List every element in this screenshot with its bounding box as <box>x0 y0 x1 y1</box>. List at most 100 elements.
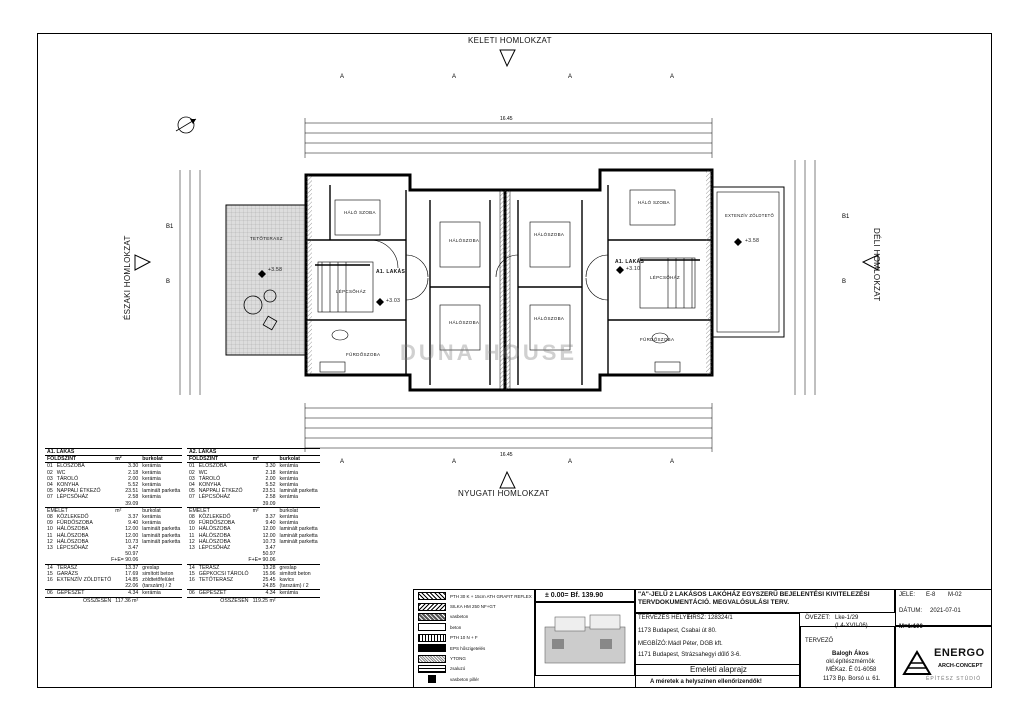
table-cell: 3.30 <box>128 463 139 470</box>
unit-label: A1. LAKÁS <box>376 269 406 275</box>
table-cell: laminált parketta <box>279 488 318 495</box>
table-cell: 2.58 <box>265 494 276 501</box>
table-cell: kavics <box>279 577 294 584</box>
table-cell: 15 <box>189 570 195 577</box>
table-section-header: FÖLDSZINT <box>45 455 114 464</box>
table-cell: 2.58 <box>128 494 139 501</box>
table-cell: GARÁZS <box>56 570 79 577</box>
table-cell: ELŐSZOBA <box>198 463 227 470</box>
designer-name: Balogh Ákos <box>832 651 869 657</box>
table-cell: 2.18 <box>265 469 276 476</box>
level-label: +3.58 <box>268 267 283 273</box>
location-value: HRSZ: 128324/1 <box>688 615 733 621</box>
table-cell: HÁLÓSZOBA <box>198 532 231 539</box>
table-material-header: burkolat <box>277 455 320 464</box>
table-cell: 12.00 <box>125 532 139 539</box>
legend-swatch-icon <box>418 612 446 621</box>
table-cell: kerámia <box>142 494 161 501</box>
client-address: 1171 Budapest, Strázsahegyi dűlő 3-6. <box>638 652 741 658</box>
table-unit: m² <box>250 506 278 515</box>
table-cell: 09 <box>189 520 195 527</box>
table-cell: 13.28 <box>250 563 278 571</box>
table-cell: 2.18 <box>128 469 139 476</box>
table-title: A2. LAKÁS <box>187 447 320 457</box>
elevation-label: ± 0.00= Bf. 139.90 <box>545 592 604 599</box>
table-total: 39.09 <box>125 500 139 507</box>
level-label: +3.58 <box>745 238 760 244</box>
east-arrow-icon <box>499 49 516 68</box>
table-cell: LÉPCSŐHÁZ <box>198 494 231 501</box>
table-cell: 5.52 <box>128 482 139 489</box>
table-cell: TÁROLÓ <box>56 475 79 482</box>
legend-item: SILKA HM 250 NF+GT <box>418 601 532 611</box>
table-cell: 05 <box>47 488 53 495</box>
table-cell: 09 <box>47 520 53 527</box>
table-cell: 06 <box>45 589 55 598</box>
table-cell: 08 <box>189 514 195 521</box>
legend-item: EPS hőszigetelés <box>418 643 532 653</box>
east-facade-label: KELETI HOMLOKZAT <box>468 36 552 45</box>
stair-left <box>317 261 374 313</box>
table-cell: 14 <box>45 563 55 571</box>
table-cell: 23.51 <box>125 488 139 495</box>
legend-swatch-icon <box>418 644 446 653</box>
legend-swatch-icon <box>418 654 446 663</box>
level-marker-icon <box>258 238 742 306</box>
table-cell: LÉPCSŐHÁZ <box>56 545 89 552</box>
table-cell: laminált parketta <box>142 532 181 539</box>
table-unit: m² <box>113 506 141 515</box>
table-cell: 10 <box>189 526 195 533</box>
table-cell: 12 <box>47 538 53 545</box>
table-cell: 10 <box>47 526 53 533</box>
table-cell: 2.00 <box>128 475 139 482</box>
table-cell: HÁLÓSZOBA <box>198 538 231 545</box>
table-cell: 15 <box>47 570 53 577</box>
table-cell: laminált parketta <box>279 526 318 533</box>
table-cell: TERASZ <box>54 563 114 571</box>
room-label: LÉPCSŐHÁZ <box>336 289 366 294</box>
room-label: HÁLÓSZOBA <box>449 238 480 243</box>
table-cell: 01 <box>47 463 53 470</box>
table-cell: laminált parketta <box>142 526 181 533</box>
table-cell: 08 <box>47 514 53 521</box>
legend-label: SILKA HM 250 NF+GT <box>450 604 496 610</box>
table-cell: 14 <box>187 563 197 571</box>
svg-text:A: A <box>340 74 344 80</box>
table-cell: 3.30 <box>265 463 276 470</box>
table-cell: 06 <box>187 589 197 598</box>
legend-item: YTONG <box>418 653 532 663</box>
svg-text:A: A <box>568 459 572 465</box>
table-cell: NAPPALI ÉTKEZŐ <box>56 488 101 495</box>
building-render-icon <box>544 614 626 664</box>
table-cell: kerámia <box>279 520 298 527</box>
legend-box <box>413 589 535 688</box>
table-cell: simított beton <box>279 570 311 577</box>
svg-text:B1: B1 <box>842 214 850 220</box>
west-facade-label: NYUGATI HOMLOKZAT <box>458 489 550 498</box>
table-cell: WC <box>56 469 66 476</box>
title-box <box>635 589 895 613</box>
table-cell: 13.37 <box>113 563 141 571</box>
table-cell: FÜRDŐSZOBA <box>198 520 235 527</box>
svg-text:A: A <box>670 459 674 465</box>
watermark: DUNA HOUSE <box>400 340 578 365</box>
code-box <box>895 589 992 626</box>
zone-label: ÖVEZET: <box>805 615 831 621</box>
table-section-header: FÖLDSZINT <box>187 455 251 464</box>
table-cell: kerámia <box>279 482 298 489</box>
legend-label: EPS hőszigetelés <box>450 645 486 651</box>
location-label: TERVEZÉS HELYE: <box>638 615 693 621</box>
table-row: 22.06(tarszám) / 2 <box>45 583 182 590</box>
table-cell: 11 <box>189 532 195 539</box>
table-row: 39.09 <box>187 501 320 508</box>
date-value: 2021-07-01 <box>930 608 961 614</box>
